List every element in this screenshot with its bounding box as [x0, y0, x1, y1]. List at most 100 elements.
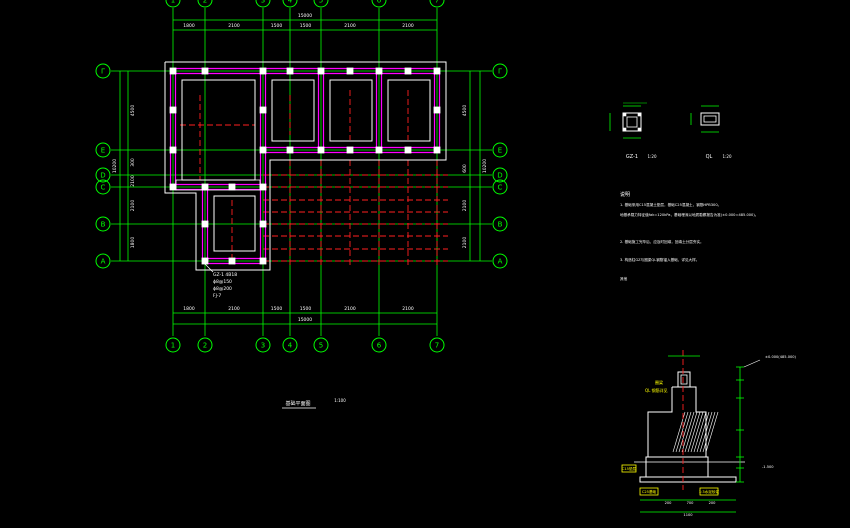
- section-hatch: [678, 411, 692, 453]
- column-marker: [317, 146, 325, 154]
- notes-heading: 说明: [620, 191, 630, 198]
- gz-detail-inner: [626, 116, 638, 128]
- dim-left-4: 1800: [130, 237, 136, 249]
- foundation-outline: [164, 61, 447, 271]
- dim-top-4: 2100: [344, 23, 356, 29]
- notes-line-2: 2. 基础施工完毕后，应及时回填，回填土分层夯实。: [620, 239, 704, 244]
- notes-line-1: 地基承载力特征值fak=120kPa，基础埋深以地质勘察报告为准(±0.000=…: [620, 212, 758, 217]
- section-label-box-3: [639, 487, 659, 496]
- dim-bottom-1: 2100: [228, 306, 240, 312]
- axis-bubble-right-A: [492, 253, 508, 269]
- section-column: [677, 371, 691, 388]
- gz-bar: [637, 112, 642, 117]
- axis-bubble-bottom-2: [197, 337, 213, 353]
- section-dim-b1: 700: [687, 501, 695, 505]
- dim-left-0: 4500: [130, 105, 136, 117]
- axis-bubble-top-4: [282, 0, 298, 8]
- axis-bubble-right-B-label: B: [498, 221, 503, 229]
- plan-title: 基础平面图: [285, 400, 310, 407]
- axis-bubble-top-1: [165, 0, 181, 8]
- dim-left-3: 2100: [130, 200, 136, 212]
- callout-text-2: ϕ8@200: [213, 286, 232, 292]
- dim-right-1: 600: [462, 164, 468, 173]
- section-elev-leader: [743, 359, 761, 368]
- axis-bubble-top-2-label: 2: [203, 0, 207, 5]
- callout-leader: [204, 263, 214, 273]
- dim-top-2: 1500: [271, 23, 283, 29]
- callout-text-3: FJ-7: [213, 293, 221, 299]
- column-marker: [169, 67, 177, 75]
- gz-scale: 1:20: [648, 154, 657, 159]
- dim-bottom-total: 15000: [298, 317, 312, 323]
- axis-bubble-top-3-label: 3: [261, 0, 265, 5]
- dim-top-total: 15000: [298, 13, 312, 19]
- section-label-2: C15垫层: [622, 466, 637, 471]
- axis-bubble-top-3: [255, 0, 271, 8]
- column-marker: [286, 146, 294, 154]
- column-marker: [169, 146, 177, 154]
- dim-bottom-0: 1800: [183, 306, 195, 312]
- dim-left-2: 2100: [130, 175, 136, 187]
- dim-left-total: 10200: [112, 159, 118, 173]
- axis-bubble-bottom-1-label: 1: [171, 342, 175, 350]
- column-marker: [228, 183, 236, 191]
- section-pad: [639, 476, 737, 483]
- axis-bubble-left-D: [95, 167, 111, 183]
- axis-bubble-top-7-label: 7: [435, 0, 439, 5]
- section-hatch: [675, 411, 689, 453]
- column-marker: [259, 220, 267, 228]
- axis-bubble-bottom-2-label: 2: [203, 342, 207, 350]
- section-hatch: [696, 411, 710, 453]
- axis-bubble-bottom-1: [165, 337, 181, 353]
- axis-bubble-right-Γ: [492, 63, 508, 79]
- room-outline-1: [181, 79, 256, 181]
- axis-bubble-left-A: [95, 253, 111, 269]
- dim-right-2: 2100: [462, 200, 468, 212]
- section-hatch: [705, 411, 719, 453]
- column-marker: [169, 183, 177, 191]
- callout-text-1: ϕ8@150: [213, 279, 232, 285]
- axis-bubble-left-B-label: B: [101, 221, 106, 229]
- axis-bubble-left-C: [95, 179, 111, 195]
- column-marker: [317, 67, 325, 75]
- room-outline-2: [271, 79, 315, 142]
- column-marker: [201, 257, 209, 265]
- dim-top-5: 2100: [402, 23, 414, 29]
- column-marker: [169, 106, 177, 114]
- dim-top-0: 1800: [183, 23, 195, 29]
- plan-scale: 1:100: [334, 398, 346, 403]
- axis-bubble-top-4-label: 4: [288, 0, 293, 5]
- section-dim-b2: 200: [709, 501, 717, 505]
- column-marker: [259, 106, 267, 114]
- section-hatch: [699, 411, 713, 453]
- axis-bubble-bottom-7-label: 7: [435, 342, 439, 350]
- ql-detail-outline: [700, 112, 720, 126]
- axis-bubble-left-E: [95, 142, 111, 158]
- notes-line-0: 1. 基础采用C15混凝土垫层，基础C25混凝土，钢筋HPB300。: [620, 202, 721, 207]
- dim-bottom-3: 1500: [300, 306, 312, 312]
- axis-bubble-left-A-label: A: [101, 258, 106, 266]
- axis-bubble-right-C-label: C: [498, 184, 503, 192]
- column-marker: [375, 67, 383, 75]
- section-dim-b0: 200: [665, 501, 673, 505]
- column-marker: [201, 67, 209, 75]
- axis-bubble-right-A-label: A: [498, 258, 503, 266]
- column-marker: [404, 67, 412, 75]
- dim-bottom-5: 2100: [402, 306, 414, 312]
- section-column-inner: [680, 374, 688, 385]
- section-label-1: QL 钢筋详见: [645, 387, 668, 393]
- section-label-4: 1:3水泥砂浆: [699, 489, 720, 494]
- column-marker: [433, 146, 441, 154]
- gz-bar: [637, 127, 642, 132]
- section-label-box-2: [621, 464, 637, 473]
- dim-top-1: 2100: [228, 23, 240, 29]
- dim-right-0: 4500: [462, 105, 468, 117]
- notes-line-4: 其他: [620, 276, 628, 281]
- section-side-note: -1.500: [762, 465, 774, 469]
- axis-bubble-bottom-3-label: 3: [261, 342, 265, 350]
- section-label-0: 圈梁: [655, 379, 663, 385]
- room-outline-3: [329, 79, 373, 142]
- section-hatch: [693, 411, 707, 453]
- dim-right-3: 2100: [462, 237, 468, 249]
